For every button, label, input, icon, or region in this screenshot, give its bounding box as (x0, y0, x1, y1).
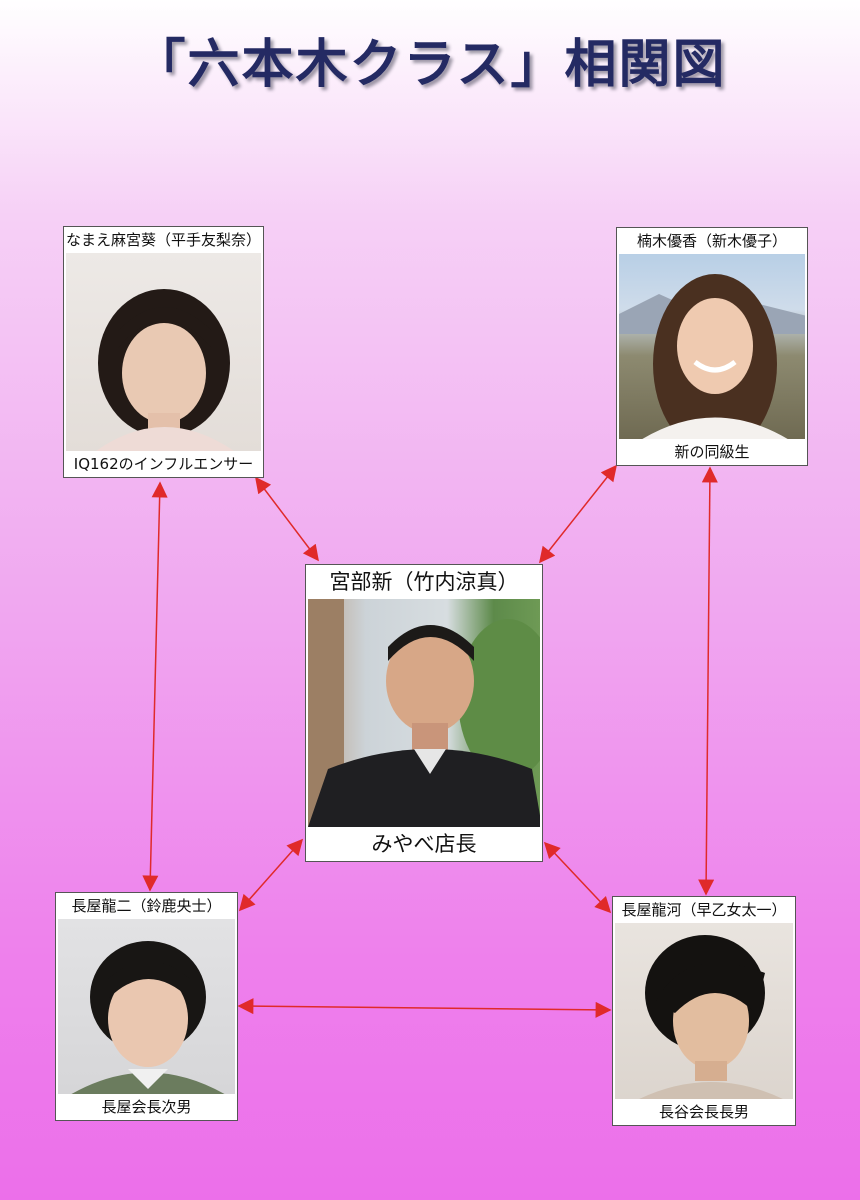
person-name: なまえ麻宮葵（平手友梨奈） (65, 231, 261, 249)
person-photo (615, 923, 793, 1099)
person-role: 長屋会長次男 (101, 1098, 192, 1116)
person-role: IQ162のインフルエンサー (73, 455, 254, 473)
arrow-topright-center (539, 464, 617, 564)
person-photo (58, 919, 235, 1094)
person-name: 楠木優香（新木優子） (636, 232, 787, 250)
person-name: 長屋龍河（早乙女太一） (621, 901, 787, 919)
arrow-bottomleft-bottomright (237, 998, 612, 1018)
person-card-topright: 楠木優香（新木優子） 新の同級生 (616, 227, 808, 466)
person-card-center: 宮部新（竹内涼真） みやべ店長 (305, 564, 543, 862)
person-card-topleft: なまえ麻宮葵（平手友梨奈） IQ162のインフルエンサー (63, 226, 264, 478)
arrow-topleft-bottomleft (142, 481, 168, 892)
arrow-center-bottomleft (238, 838, 304, 912)
arrow-center-bottomright (543, 841, 612, 914)
person-card-bottomleft: 長屋龍二（鈴鹿央士） 長屋会長次男 (55, 892, 238, 1121)
person-card-bottomright: 長屋龍河（早乙女太一） 長谷会長長男 (612, 896, 796, 1126)
person-role: 新の同級生 (674, 443, 750, 461)
person-photo (308, 599, 540, 827)
diagram-title: 「六本木クラス」相関図 (133, 35, 727, 95)
person-role: 長谷会長長男 (658, 1103, 749, 1121)
person-role: みやべ店長 (371, 832, 477, 856)
arrow-topleft-center (255, 476, 319, 562)
person-photo (66, 253, 261, 451)
person-photo (619, 254, 805, 439)
arrow-topright-bottomright (698, 466, 718, 896)
person-name: 宮部新（竹内涼真） (329, 570, 519, 594)
person-name: 長屋龍二（鈴鹿央士） (71, 897, 222, 915)
